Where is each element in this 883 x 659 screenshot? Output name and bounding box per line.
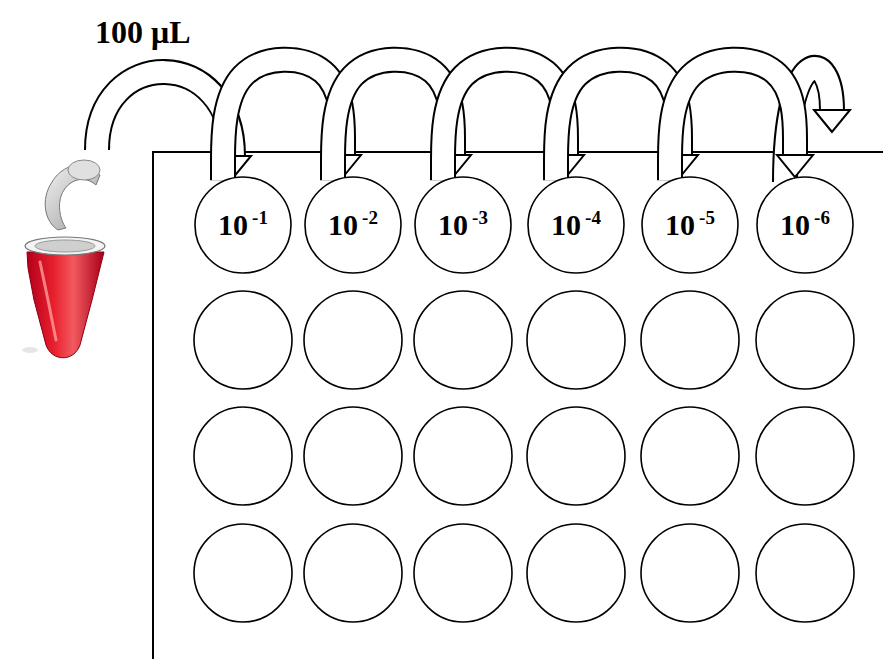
well [527,407,625,505]
well [414,407,512,505]
well [641,407,739,505]
tube-body [27,252,104,358]
plate-outline [153,152,883,659]
dilution-base: 10 [328,207,358,243]
transfer-arrow [670,60,813,181]
well [414,291,512,389]
dilution-well: 10-3 [414,176,512,274]
well [527,291,625,389]
dilution-well: 10-2 [304,176,402,274]
well-circle [195,177,291,273]
well [304,291,402,389]
tube-lid-top [68,160,100,180]
well [756,291,854,389]
well [194,407,292,505]
dilution-base: 10 [218,207,248,243]
well [641,524,739,622]
well [756,524,854,622]
arrow-outline [670,60,795,181]
dilution-well: 10-5 [641,176,739,274]
dilution-text: 10-3 [438,207,488,243]
dilution-text: 10-2 [328,207,378,243]
dilution-base: 10 [438,207,468,243]
dilution-exponent: -3 [472,208,488,227]
dilution-exponent: -2 [362,208,378,227]
dilution-base: 10 [780,207,810,243]
well-circle [305,177,401,273]
dilution-base: 10 [665,207,695,243]
dilution-text: 10-5 [665,207,715,243]
dilution-exponent: -4 [585,208,601,227]
tube-shadow [22,347,38,353]
tube-opening [35,240,95,252]
well [304,524,402,622]
dilution-text: 10-6 [780,207,830,243]
well [194,291,292,389]
well [194,524,292,622]
well-circle [415,177,511,273]
arrow-head [777,155,813,177]
well [527,524,625,622]
dilution-well: 10-6 [756,176,854,274]
well [641,291,739,389]
arrow-head [814,110,850,132]
well [414,524,512,622]
arrow-fill [670,60,795,181]
well [756,407,854,505]
tube-rim [25,237,105,255]
dilution-exponent: -1 [252,208,268,227]
well-circle [757,177,853,273]
well-circle [528,177,624,273]
well [304,407,402,505]
volume-label: 100 μL [95,14,190,51]
empty-wells [194,291,854,622]
dilution-text: 10-1 [218,207,268,243]
dilution-exponent: -5 [699,208,715,227]
tube-highlight [40,262,56,340]
well-circle [642,177,738,273]
dilution-well: 10-4 [527,176,625,274]
dilution-base: 10 [551,207,581,243]
dilution-exponent: -6 [814,208,830,227]
dilution-well: 10-1 [194,176,292,274]
microtube-icon [22,160,105,358]
dilution-text: 10-4 [551,207,601,243]
